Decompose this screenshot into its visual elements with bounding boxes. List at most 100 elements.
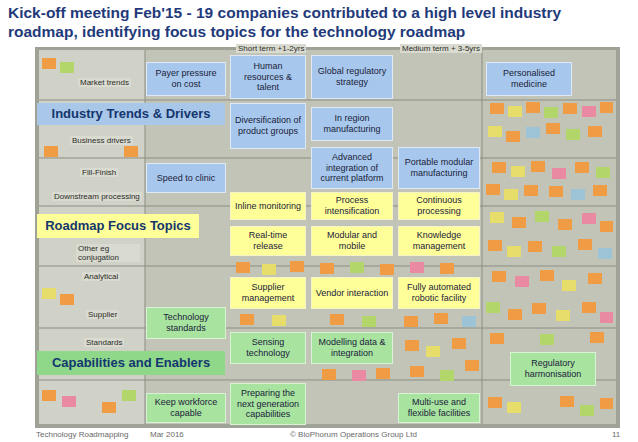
- sticky-note: [526, 102, 540, 113]
- enabler-box: Modelling data & integration: [311, 332, 393, 364]
- sticky-note: [434, 313, 448, 324]
- sticky-note: [512, 217, 526, 228]
- sticky-note: [488, 126, 502, 137]
- sticky-note: [526, 127, 540, 138]
- sticky-note: [560, 396, 574, 407]
- footer-text: Technology Roadmapping: [36, 430, 129, 439]
- section-label: Capabilities and Enablers: [37, 351, 225, 375]
- footer-text: © BioPhorum Operations Group Ltd: [290, 430, 417, 439]
- box-text: Diversification of product groups: [234, 115, 302, 137]
- sticky-note: [578, 239, 592, 250]
- photo-frame: [35, 47, 620, 428]
- box-text: Portable modular manufacturing: [402, 157, 476, 179]
- sticky-note: [507, 246, 521, 257]
- sticky-note: [540, 270, 554, 281]
- box-text: Vendor interaction: [316, 288, 389, 299]
- sticky-note: [600, 312, 613, 323]
- sticky-note: [588, 126, 602, 137]
- footer-band: [0, 428, 638, 442]
- focus-topic-box: Inline monitoring: [230, 192, 306, 220]
- focus-topic-box: Knowledge management: [398, 226, 480, 256]
- sticky-note: [552, 246, 566, 257]
- sticky-note: [410, 262, 424, 273]
- sticky-note: [575, 162, 589, 173]
- sticky-note: [62, 396, 76, 407]
- sticky-note: [508, 106, 522, 117]
- sticky-note: [558, 219, 572, 230]
- sticky-note: [552, 168, 566, 179]
- grid-line: [39, 328, 616, 329]
- sticky-note: [563, 103, 577, 114]
- box-text: Keep workforce capable: [150, 397, 222, 419]
- sticky-note: [511, 166, 525, 177]
- box-text: Continuous processing: [402, 195, 476, 217]
- board-label: Standards: [84, 338, 124, 347]
- box-text: Knowledge management: [402, 230, 476, 252]
- sticky-note: [488, 240, 502, 251]
- section-label: Roadmap Focus Topics: [37, 214, 199, 238]
- box-text: Inline monitoring: [235, 201, 301, 212]
- sticky-note: [60, 294, 74, 305]
- sticky-note: [362, 316, 376, 327]
- trend-box: Personalised medicine: [486, 62, 572, 96]
- trend-box: Portable modular manufacturing: [398, 147, 480, 189]
- sticky-note: [515, 276, 529, 287]
- sticky-note: [588, 273, 602, 284]
- sticky-note: [272, 315, 286, 326]
- sticky-note: [600, 221, 613, 232]
- sticky-note: [488, 397, 502, 408]
- sticky-note: [490, 103, 504, 114]
- box-text: Speed to clinic: [157, 173, 216, 184]
- box-text: Payer pressure on cost: [150, 68, 222, 90]
- sticky-note: [490, 333, 504, 344]
- box-text: Capabilities and Enablers: [52, 355, 210, 371]
- sticky-note: [330, 314, 344, 325]
- enabler-box: Technology standards: [146, 307, 226, 339]
- sticky-note: [290, 261, 304, 272]
- sticky-note: [540, 334, 554, 345]
- box-text: Advanced integration of current platform: [315, 152, 389, 184]
- trend-box: Speed to clinic: [146, 163, 226, 193]
- sticky-note: [452, 338, 466, 349]
- trend-box: In region manufacturing: [311, 107, 393, 141]
- box-text: Human resources & talent: [234, 61, 302, 93]
- grid-line: [482, 50, 483, 424]
- board-label: Market trends: [78, 78, 131, 87]
- sticky-note: [532, 303, 546, 314]
- box-text: In region manufacturing: [315, 113, 389, 135]
- sticky-note: [462, 316, 476, 327]
- box-text: Real-time release: [234, 230, 302, 252]
- footer-text: 11: [612, 430, 620, 439]
- sticky-note: [598, 248, 612, 259]
- box-text: Modular and mobile: [315, 230, 389, 252]
- sticky-note: [506, 131, 520, 142]
- board-label: Medium term + 3-5yrs: [400, 44, 482, 53]
- box-text: Preparing the next generation capabiliti…: [234, 388, 302, 420]
- sticky-note: [102, 402, 116, 413]
- sticky-note: [600, 102, 613, 113]
- sticky-note: [60, 62, 74, 73]
- sticky-note: [507, 402, 521, 413]
- slide-title: Kick-off meeting Feb'15 - 19 companies c…: [8, 3, 608, 41]
- sticky-note: [426, 346, 440, 357]
- sticky-note: [486, 302, 500, 313]
- sticky-note: [535, 211, 549, 222]
- sticky-note: [549, 186, 563, 197]
- sticky-note: [571, 189, 585, 200]
- sticky-note: [122, 390, 136, 401]
- board-label: Business drivers: [70, 136, 133, 145]
- sticky-note: [528, 241, 542, 252]
- sticky-note: [405, 340, 419, 351]
- sticky-note: [262, 264, 276, 275]
- enabler-box: Multi-use and flexible facilities: [398, 393, 480, 423]
- box-text: Industry Trends & Drivers: [52, 106, 211, 122]
- sticky-note: [410, 366, 424, 377]
- sticky-note: [380, 264, 394, 275]
- board-label: Supplier: [86, 310, 119, 319]
- trend-box: Human resources & talent: [230, 55, 306, 99]
- box-text: Multi-use and flexible facilities: [402, 397, 476, 419]
- board-label: Other eg conjugation: [76, 244, 140, 262]
- sticky-note: [440, 370, 454, 381]
- enabler-box: Sensing technology: [230, 332, 306, 364]
- sticky-note: [322, 369, 336, 380]
